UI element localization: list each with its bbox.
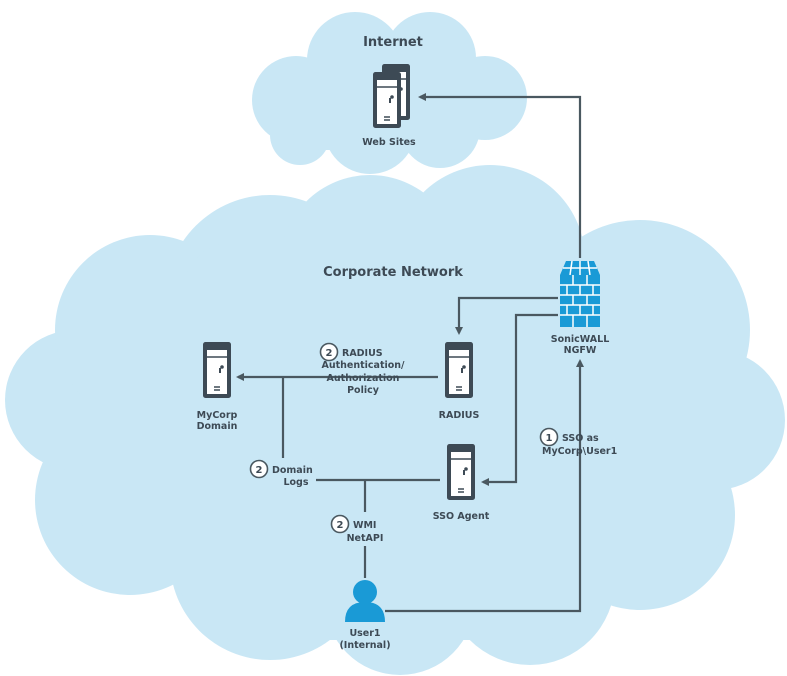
step-number: 2 <box>337 520 344 531</box>
domain-node: MyCorp Domain <box>197 341 238 432</box>
wmi-step-line2: NetAPI <box>347 533 384 544</box>
step-number-badge <box>330 514 350 534</box>
step-number: 2 <box>256 465 263 476</box>
sso-agent-node: SSO Agent <box>433 443 490 522</box>
corporate-cloud <box>5 165 785 675</box>
radius-node: RADIUS <box>439 341 480 421</box>
firewall-to-sso-agent-arrow <box>481 313 558 486</box>
domain-label-line2: Domain <box>197 421 238 432</box>
firewall-node: SonicWALL NGFW <box>551 260 610 356</box>
step-wmi: 2 WMI NetAPI <box>330 514 384 544</box>
user-label-line2: (Internal) <box>339 640 390 651</box>
step-number-badge <box>539 427 559 447</box>
firewall-to-radius-arrow <box>455 296 558 335</box>
radius-step-line2: Authentication/ <box>321 360 405 371</box>
wmi-step-line1: WMI <box>353 520 376 531</box>
step-number: 2 <box>326 348 333 359</box>
domain-server-icon <box>202 341 232 399</box>
web-sites-node: Web Sites <box>362 63 416 148</box>
web-sites-label: Web Sites <box>362 137 416 148</box>
radius-server-icon <box>444 341 474 399</box>
sso-step-line1: SSO as <box>562 433 599 444</box>
user-label-line1: User1 <box>349 628 380 639</box>
radius-step-line4: Policy <box>347 385 380 396</box>
user-node: User1 (Internal) <box>339 580 391 651</box>
sso-step-line2: MyCorp\User1 <box>542 446 617 457</box>
sso-agent-label: SSO Agent <box>433 511 490 522</box>
step-radius-auth: 2 RADIUS Authentication/ Authorization P… <box>319 342 405 396</box>
step-sso: 1 SSO as MyCorp\User1 <box>539 427 617 457</box>
user-to-firewall-arrow <box>385 359 584 613</box>
user-icon <box>345 580 385 622</box>
step-domain-logs: 2 Domain Logs <box>246 458 316 490</box>
domain-label-line1: MyCorp <box>197 410 238 421</box>
sso-agent-server-icon <box>446 443 476 501</box>
radius-step-line3: Authorization <box>327 373 400 384</box>
domain-logs-step-line1: Domain <box>272 465 313 476</box>
corporate-network-label: Corporate Network <box>323 265 463 280</box>
step-number-badge <box>319 342 339 362</box>
firewall-to-web-sites-arrow <box>418 93 582 258</box>
firewall-label-line2: NGFW <box>564 345 597 356</box>
firewall-icon <box>560 260 600 327</box>
step-number-badge <box>249 459 269 479</box>
firewall-label-line1: SonicWALL <box>551 334 610 345</box>
radius-label: RADIUS <box>439 410 480 421</box>
radius-step-line1: RADIUS <box>342 348 383 359</box>
domain-logs-step-line2: Logs <box>283 477 308 488</box>
step-number: 1 <box>546 433 553 444</box>
internet-label: Internet <box>363 35 423 50</box>
web-server-icon <box>372 71 402 129</box>
